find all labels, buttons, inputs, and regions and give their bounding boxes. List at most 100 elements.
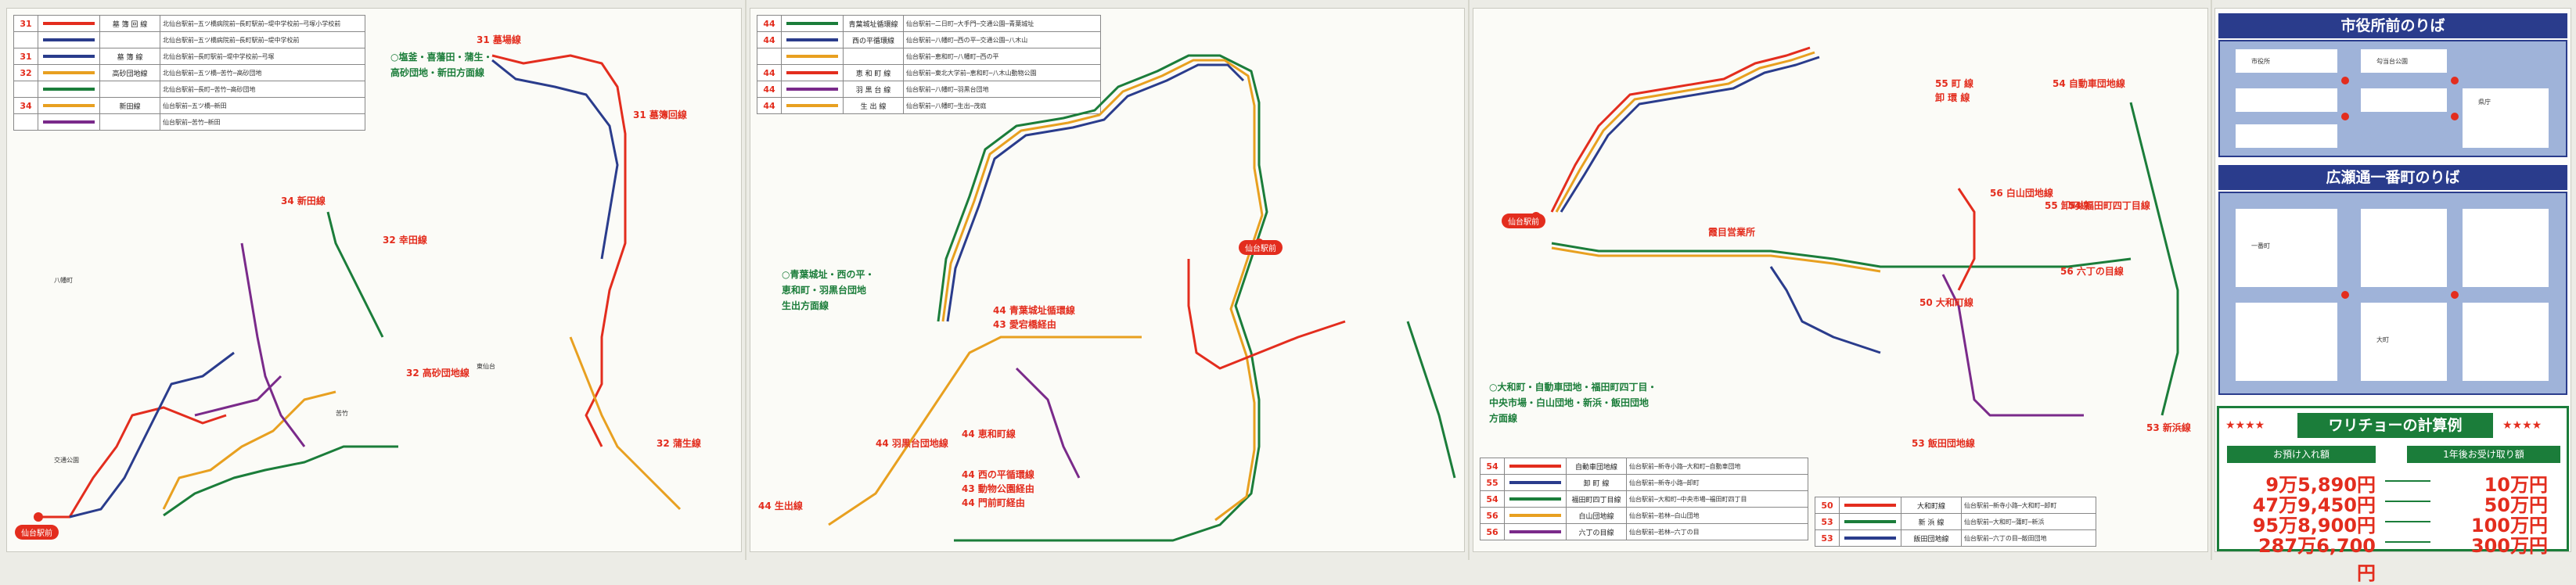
line-label: 53 飯田団地線 (1912, 437, 1975, 449)
route-color-bar (1844, 520, 1896, 523)
fold-line (2211, 0, 2212, 560)
line-label: 卸 環 線 (1935, 92, 1970, 103)
route-color-bar (786, 55, 838, 58)
hirose-boarding-title: 広瀬通一番町のりば (2218, 165, 2567, 190)
hirose-street-map: 一番町 大町 (2220, 193, 2566, 393)
route-number: 53 (1815, 529, 1840, 547)
route-color-bar (786, 88, 838, 91)
map-label: 大町 (2376, 336, 2389, 343)
line-label: 44 青葉城址循環線 (993, 304, 1075, 316)
area-heading-line: 生出方面線 (782, 300, 829, 311)
fold-line (1468, 0, 1470, 560)
area-heading-line: ○大和町・自動車団地・福田町四丁目・ (1489, 382, 1657, 393)
deposit-header: お預け入れ額 (2227, 446, 2376, 463)
route-color-bar (1844, 537, 1896, 540)
area-heading: ○塩釜・喜藩田・蒲生・ 高砂団地・新田方面線 (390, 49, 492, 81)
area-heading-line: 中央市場・白山団地・新浜・飯田団地 (1489, 397, 1650, 408)
area-heading-line: ○青葉城址・西の平・ (782, 269, 875, 280)
deposit-amount: 287万6,700円 (2258, 535, 2376, 584)
route-stops: 仙台駅前─若林─六丁の目 (1626, 523, 1808, 540)
legend-row: 北仙台駅前─五ツ橋病院前─長町駅前─堤中学校前 (13, 31, 365, 48)
area-heading: ○青葉城址・西の平・ 恵和町・羽黒台団地 生出方面線 (782, 267, 874, 314)
line-label: 34 新田線 (281, 195, 326, 206)
shiyakusho-street-map: 市役所 勾当台公園 県庁 (2220, 41, 2566, 156)
star-decoration: ★★★★ (2225, 419, 2265, 432)
deposit-amount: 47万9,450円 (2252, 494, 2376, 516)
line-label: 43 動物公園経由 (962, 483, 1034, 494)
legend-row: 北仙台駅前─長町─苦竹─高砂団地 (13, 81, 365, 98)
station-badge: 仙台駅前 (1239, 240, 1283, 255)
deposit-amount: 95万8,900円 (2252, 515, 2376, 537)
legend-row: 仙台駅前─恵和町─八幡町─西の平 (757, 48, 1101, 65)
waricho-calc-box: ★★★★ ワリチョーの計算例 ★★★★ お預け入れ額 1年後お受け取り額 9万5… (2217, 406, 2569, 584)
route-color-bar (1509, 481, 1561, 484)
shiyakusho-boarding-title: 市役所前のりば (2218, 13, 2567, 38)
route-color-bar (43, 22, 95, 25)
receive-amount: 50万円 (2484, 494, 2548, 516)
route-color-bar (43, 55, 95, 58)
route-color-bar (786, 22, 838, 25)
legend-row: 仙台駅前─苦竹─新田 (13, 113, 365, 131)
line-label: 44 羽黒台団地線 (876, 437, 948, 449)
line-label: 44 恵和町線 (962, 428, 1016, 440)
route-map-panel1: 31 墓場線 31 墓簿回線 34 新田線 32 幸田線 32 高砂団地線 32… (34, 34, 701, 522)
route-color-bar (43, 71, 95, 74)
route-color-bar (786, 104, 838, 107)
receive-header: 1年後お受け取り額 (2407, 446, 2560, 463)
route-map-panel3: 54 自動車団地線 55 町 線 卸 環 線 56 白山団地線 55 卸町線 5… (1531, 46, 2191, 449)
line-label: 霞目営業所 (1708, 226, 1755, 238)
area-heading: ○大和町・自動車団地・福田町四丁目・ 中央市場・白山団地・新浜・飯田団地 方面線 (1489, 379, 1657, 426)
line-label: 44 西の平循環線 (962, 468, 1034, 480)
route-color-bar (43, 38, 95, 41)
stop-label: 交通公園 (54, 456, 79, 464)
map-label: 一番町 (2251, 242, 2270, 249)
receive-amount: 300万円 (2470, 535, 2548, 557)
map-label: 市役所 (2251, 57, 2270, 65)
arrow-icon (2385, 521, 2430, 535)
route-color-bar (1509, 514, 1561, 517)
line-label: 32 蒲生線 (657, 437, 701, 449)
line-label: 54 福田町四丁目線 (2068, 199, 2150, 211)
area-heading-line: ○塩釜・喜藩田・蒲生・ (390, 52, 493, 63)
route-color-bar (43, 104, 95, 107)
arrow-icon (2385, 541, 2430, 555)
route-number: 31 (13, 15, 38, 32)
receive-amount: 10万円 (2484, 474, 2548, 496)
line-label: 50 大和町線 (1919, 296, 1973, 308)
station-badge: 仙台駅前 (15, 525, 59, 540)
deposit-amount: 9万5,890円 (2265, 474, 2376, 496)
line-label: 44 生出線 (758, 500, 803, 511)
map-label: 県庁 (2478, 98, 2491, 106)
route-color-bar (786, 71, 838, 74)
line-label: 55 町 線 (1935, 77, 1973, 89)
line-label: 56 白山団地線 (1990, 187, 2053, 199)
terminal-dot (34, 512, 43, 522)
route-map-panel2: 44 青葉城址循環線 43 愛宕橋経由 44 恵和町線 44 羽黒台団地線 44… (758, 54, 1456, 542)
line-label: 32 幸田線 (383, 234, 427, 246)
station-badge: 仙台駅前 (1502, 214, 1545, 228)
route-color-bar (1509, 497, 1561, 501)
route-color-bar (43, 88, 95, 91)
fold-line (745, 0, 747, 560)
line-label: 31 墓場線 (477, 34, 521, 45)
calc-title: ワリチョーの計算例 (2297, 413, 2493, 438)
line-label: 53 新浜線 (2146, 422, 2191, 433)
shiyakusho-map: 市役所 勾当台公園 県庁 (2218, 40, 2567, 157)
line-label: 56 六丁の目線 (2060, 265, 2124, 277)
arrow-icon (2385, 480, 2430, 494)
line-label: 43 愛宕橋経由 (993, 318, 1056, 330)
